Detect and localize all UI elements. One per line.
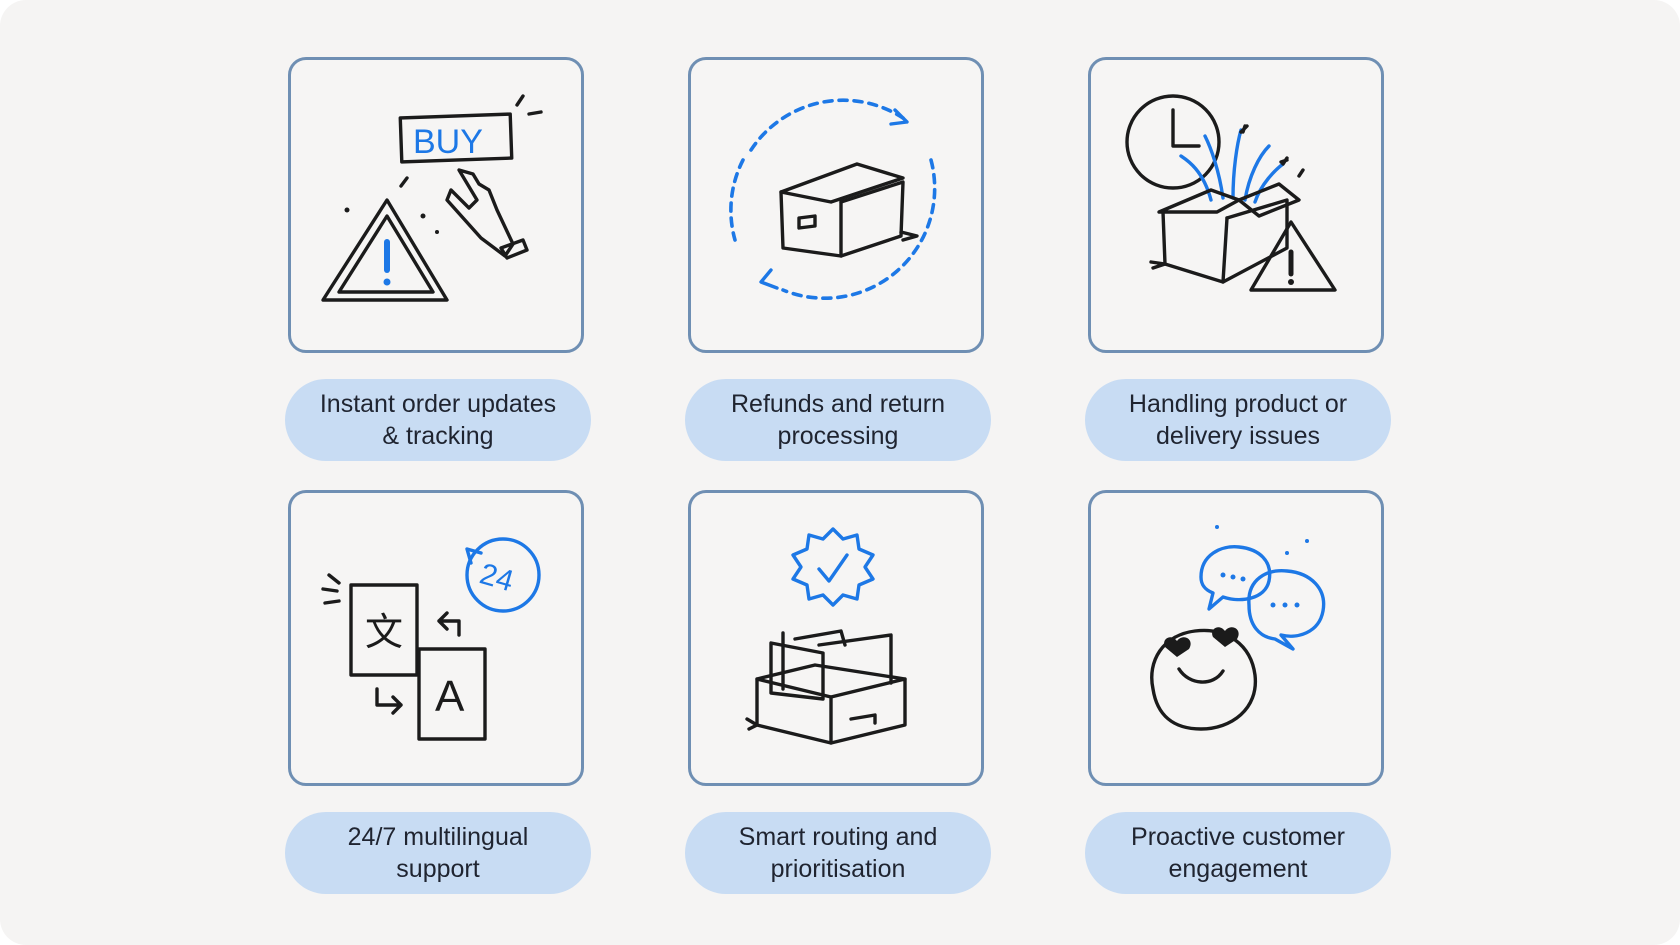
feature-label-pill: 24/7 multilingual support [285,812,591,894]
svg-text:文: 文 [365,610,403,654]
feature-illustration-frame: 24 文 A [288,490,584,786]
feature-illustration-frame [688,490,984,786]
feature-label: Refunds and return processing [730,390,946,450]
feature-label: Handling product or delivery issues [1128,390,1348,450]
box-clock-warning-icon [1125,94,1337,292]
happy-face-chat-icon [1150,525,1326,731]
feature-illustration-frame [1088,57,1384,353]
feature-label: Instant order updates & tracking [319,390,557,450]
translation-24-icon: 24 文 A [321,537,541,741]
box-return-cycle-icon [729,98,937,300]
feature-label-pill: Smart routing and prioritisation [685,812,991,894]
feature-label: 24/7 multilingual support [347,823,529,883]
svg-text:BUY: BUY [413,123,483,161]
svg-text:24: 24 [476,557,517,598]
buy-button-warning-icon: BUY [321,94,543,302]
file-drawer-badge-icon [745,527,907,745]
feature-label-pill: Proactive customer engagement [1085,812,1391,894]
feature-label-pill: Handling product or delivery issues [1085,379,1391,461]
feature-illustration-frame [1088,490,1384,786]
feature-label: Smart routing and prioritisation [738,823,938,883]
svg-text:A: A [435,672,465,721]
feature-label-pill: Refunds and return processing [685,379,991,461]
feature-illustration-frame [688,57,984,353]
feature-label-pill: Instant order updates & tracking [285,379,591,461]
feature-label: Proactive customer engagement [1131,823,1345,883]
feature-illustration-frame: BUY [288,57,584,353]
